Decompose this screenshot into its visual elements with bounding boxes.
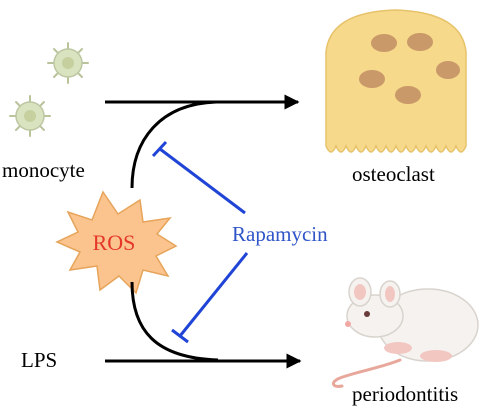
- mouse-icon: [332, 277, 479, 388]
- ros-burst: [55, 190, 178, 295]
- top-curve: [130, 100, 217, 189]
- inhibition-lines: [151, 140, 249, 344]
- rapamycin-label: Rapamycin: [232, 222, 328, 246]
- lps-label: LPS: [21, 348, 57, 372]
- osteoclast-label: osteoclast: [352, 162, 435, 186]
- periodontitis-label: periodontitis: [352, 382, 458, 406]
- bottom-curve: [130, 281, 219, 362]
- monocyte-label: monocyte: [2, 158, 85, 182]
- monocyte-icon: [9, 42, 89, 137]
- osteoclast-icon: [325, 9, 467, 153]
- ros-label: ROS: [93, 230, 136, 255]
